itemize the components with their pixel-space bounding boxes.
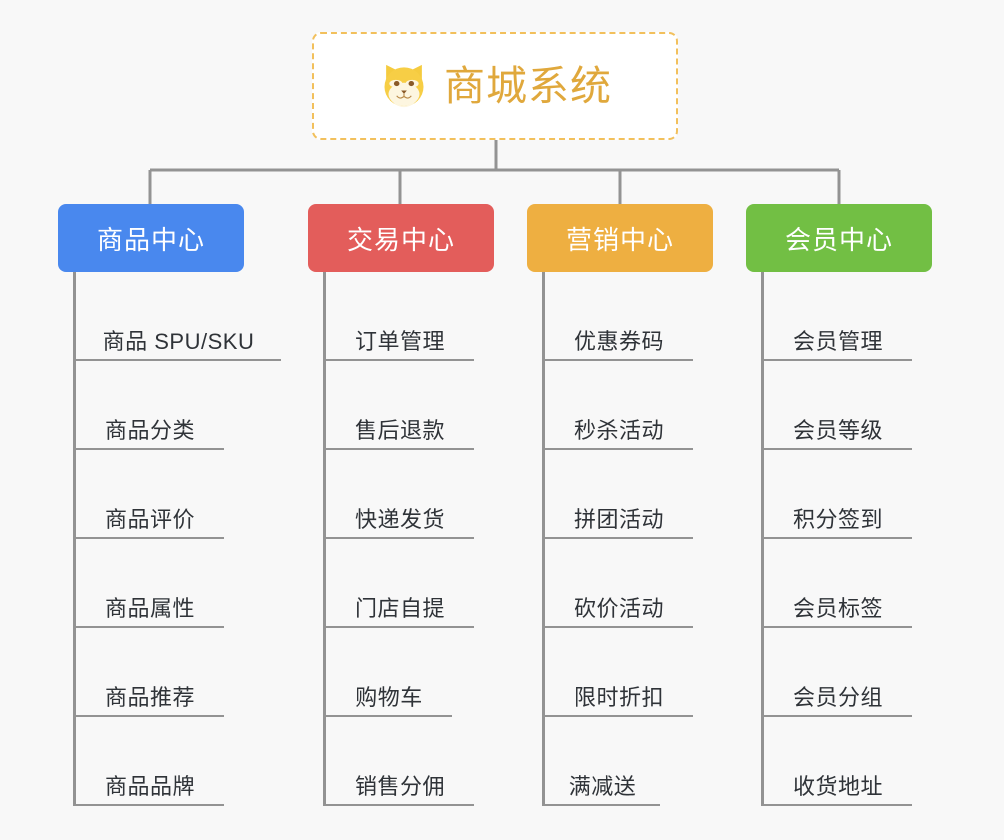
list-item-label: 会员标签 — [792, 595, 883, 621]
branch-head-label: 营销中心 — [565, 224, 674, 255]
list-item-label: 优惠券码 — [573, 328, 664, 354]
list-item[interactable]: 快递发货 — [326, 450, 474, 539]
branch-head-member[interactable]: 会员中心 — [746, 204, 932, 272]
list-item-label: 商品属性 — [104, 595, 195, 621]
list-item-label: 满减送 — [568, 773, 637, 799]
list-item-label: 门店自提 — [354, 595, 445, 621]
branch-column-marketing: 营销中心 优惠券码 秒杀活动 拼团活动 砍价活动 限时折扣 满减送 — [527, 204, 713, 806]
list-item-label: 会员等级 — [792, 417, 883, 443]
list-item[interactable]: 商品品牌 — [76, 717, 224, 806]
branch-head-trade[interactable]: 交易中心 — [308, 204, 494, 272]
list-item-label: 商品 SPU/SKU — [102, 328, 255, 354]
list-item[interactable]: 售后退款 — [326, 361, 474, 450]
list-item[interactable]: 销售分佣 — [326, 717, 474, 806]
list-item[interactable]: 优惠券码 — [545, 272, 693, 361]
list-item-label: 商品品牌 — [104, 773, 195, 799]
branch-head-marketing[interactable]: 营销中心 — [527, 204, 713, 272]
list-item[interactable]: 商品推荐 — [76, 628, 224, 717]
root-title: 商城系统 — [444, 62, 612, 109]
root-node[interactable]: 商城系统 — [312, 32, 678, 140]
list-item[interactable]: 限时折扣 — [545, 628, 693, 717]
branch-head-product[interactable]: 商品中心 — [58, 204, 244, 272]
branch-column-product: 商品中心 商品 SPU/SKU 商品分类 商品评价 商品属性 商品推荐 商品品牌 — [58, 204, 281, 806]
list-item-label: 砍价活动 — [573, 595, 664, 621]
list-item[interactable]: 门店自提 — [326, 539, 474, 628]
list-item[interactable]: 购物车 — [326, 628, 452, 717]
list-item[interactable]: 会员标签 — [764, 539, 912, 628]
list-item[interactable]: 收货地址 — [764, 717, 912, 806]
list-item-label: 销售分佣 — [354, 773, 445, 799]
list-item[interactable]: 商品属性 — [76, 539, 224, 628]
list-item-label: 秒杀活动 — [573, 417, 664, 443]
list-item[interactable]: 满减送 — [545, 717, 660, 806]
list-item-label: 售后退款 — [354, 417, 445, 443]
list-item-label: 快递发货 — [354, 506, 445, 532]
branch-items-marketing: 优惠券码 秒杀活动 拼团活动 砍价活动 限时折扣 满减送 — [542, 272, 713, 806]
list-item[interactable]: 秒杀活动 — [545, 361, 693, 450]
list-item[interactable]: 会员等级 — [764, 361, 912, 450]
shiba-dog-face-icon — [384, 64, 424, 108]
branch-items-member: 会员管理 会员等级 积分签到 会员标签 会员分组 收货地址 — [761, 272, 932, 806]
list-item[interactable]: 商品评价 — [76, 450, 224, 539]
list-item[interactable]: 拼团活动 — [545, 450, 693, 539]
branch-head-label: 会员中心 — [784, 224, 893, 255]
list-item-label: 购物车 — [355, 684, 423, 710]
list-item-label: 收货地址 — [792, 773, 883, 799]
branch-items-product: 商品 SPU/SKU 商品分类 商品评价 商品属性 商品推荐 商品品牌 — [73, 272, 281, 806]
list-item-label: 拼团活动 — [573, 506, 664, 532]
list-item[interactable]: 会员管理 — [764, 272, 912, 361]
list-item[interactable]: 商品分类 — [76, 361, 224, 450]
list-item-label: 商品分类 — [104, 417, 195, 443]
list-item-label: 积分签到 — [792, 506, 883, 532]
list-item[interactable]: 砍价活动 — [545, 539, 693, 628]
branch-column-member: 会员中心 会员管理 会员等级 积分签到 会员标签 会员分组 收货地址 — [746, 204, 932, 806]
branch-head-label: 交易中心 — [346, 224, 455, 255]
branch-head-label: 商品中心 — [96, 224, 205, 255]
list-item[interactable]: 订单管理 — [326, 272, 474, 361]
branch-column-trade: 交易中心 订单管理 售后退款 快递发货 门店自提 购物车 销售分佣 — [308, 204, 494, 806]
list-item[interactable]: 会员分组 — [764, 628, 912, 717]
list-item-label: 商品推荐 — [104, 684, 195, 710]
list-item-label: 会员管理 — [792, 328, 883, 354]
list-item-label: 商品评价 — [104, 506, 195, 532]
list-item-label: 订单管理 — [354, 328, 445, 354]
list-item-label: 会员分组 — [792, 684, 883, 710]
branch-items-trade: 订单管理 售后退款 快递发货 门店自提 购物车 销售分佣 — [323, 272, 494, 806]
list-item-label: 限时折扣 — [573, 684, 664, 710]
list-item[interactable]: 积分签到 — [764, 450, 912, 539]
list-item[interactable]: 商品 SPU/SKU — [76, 272, 281, 361]
